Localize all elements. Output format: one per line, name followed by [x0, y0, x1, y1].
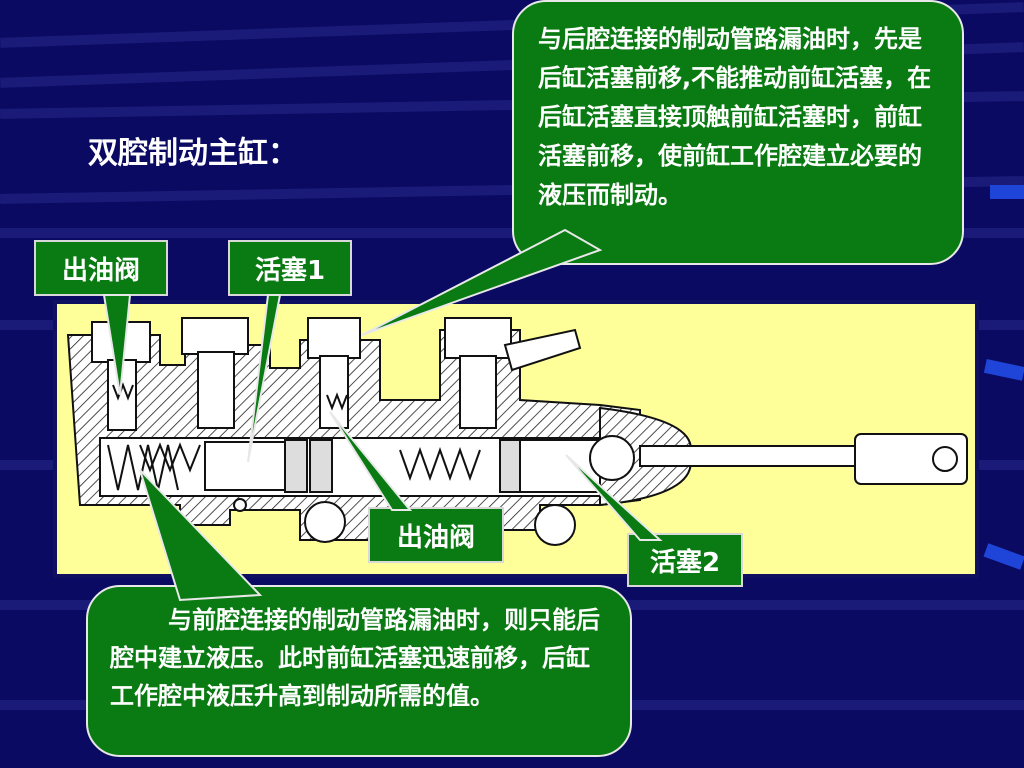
callout-front-chamber-leak: 与前腔连接的制动管路漏油时，则只能后腔中建立液压。此时前缸活塞迅速前移，后缸工作…: [86, 585, 632, 757]
label-outlet-valve-left: 出油阀: [34, 240, 168, 296]
slide-title: 双腔制动主缸：: [88, 136, 298, 171]
callout-rear-chamber-leak: 与后腔连接的制动管路漏油时，先是后缸活塞前移,不能推动前缸活塞，在后缸活塞直接顶…: [512, 0, 964, 265]
label-outlet-valve-middle: 出油阀: [368, 507, 504, 563]
label-piston-1: 活塞1: [228, 240, 352, 296]
label-piston-2: 活塞2: [627, 533, 743, 587]
